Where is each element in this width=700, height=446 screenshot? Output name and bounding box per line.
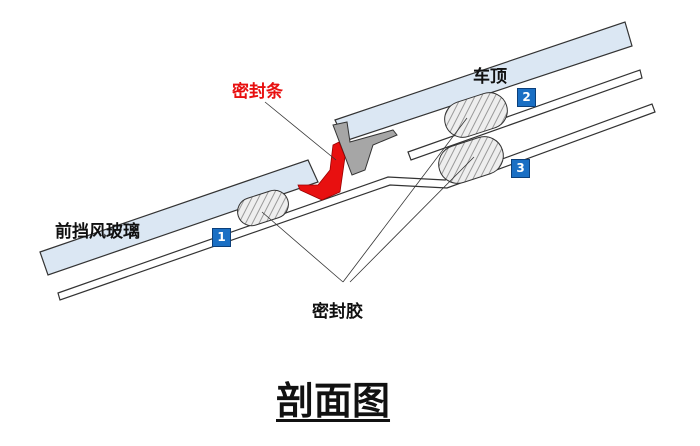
leader-lines [261, 101, 475, 283]
body-panel-upper [407, 69, 643, 161]
windshield-glass [39, 159, 319, 276]
windshield-label: 前挡风玻璃 [55, 222, 140, 242]
sealant-bead-1 [237, 189, 289, 227]
trim-bracket [332, 121, 398, 176]
seal-strip-label: 密封条 [232, 82, 283, 102]
roof-label: 车顶 [473, 67, 507, 87]
seal-strip [297, 141, 346, 201]
sealant-label: 密封胶 [312, 302, 363, 322]
marker-3: 3 [511, 159, 530, 178]
marker-2: 2 [517, 88, 536, 107]
body-panel-lower [57, 103, 656, 301]
marker-1: 1 [212, 228, 231, 247]
diagram-title: 剖面图 [276, 379, 391, 423]
